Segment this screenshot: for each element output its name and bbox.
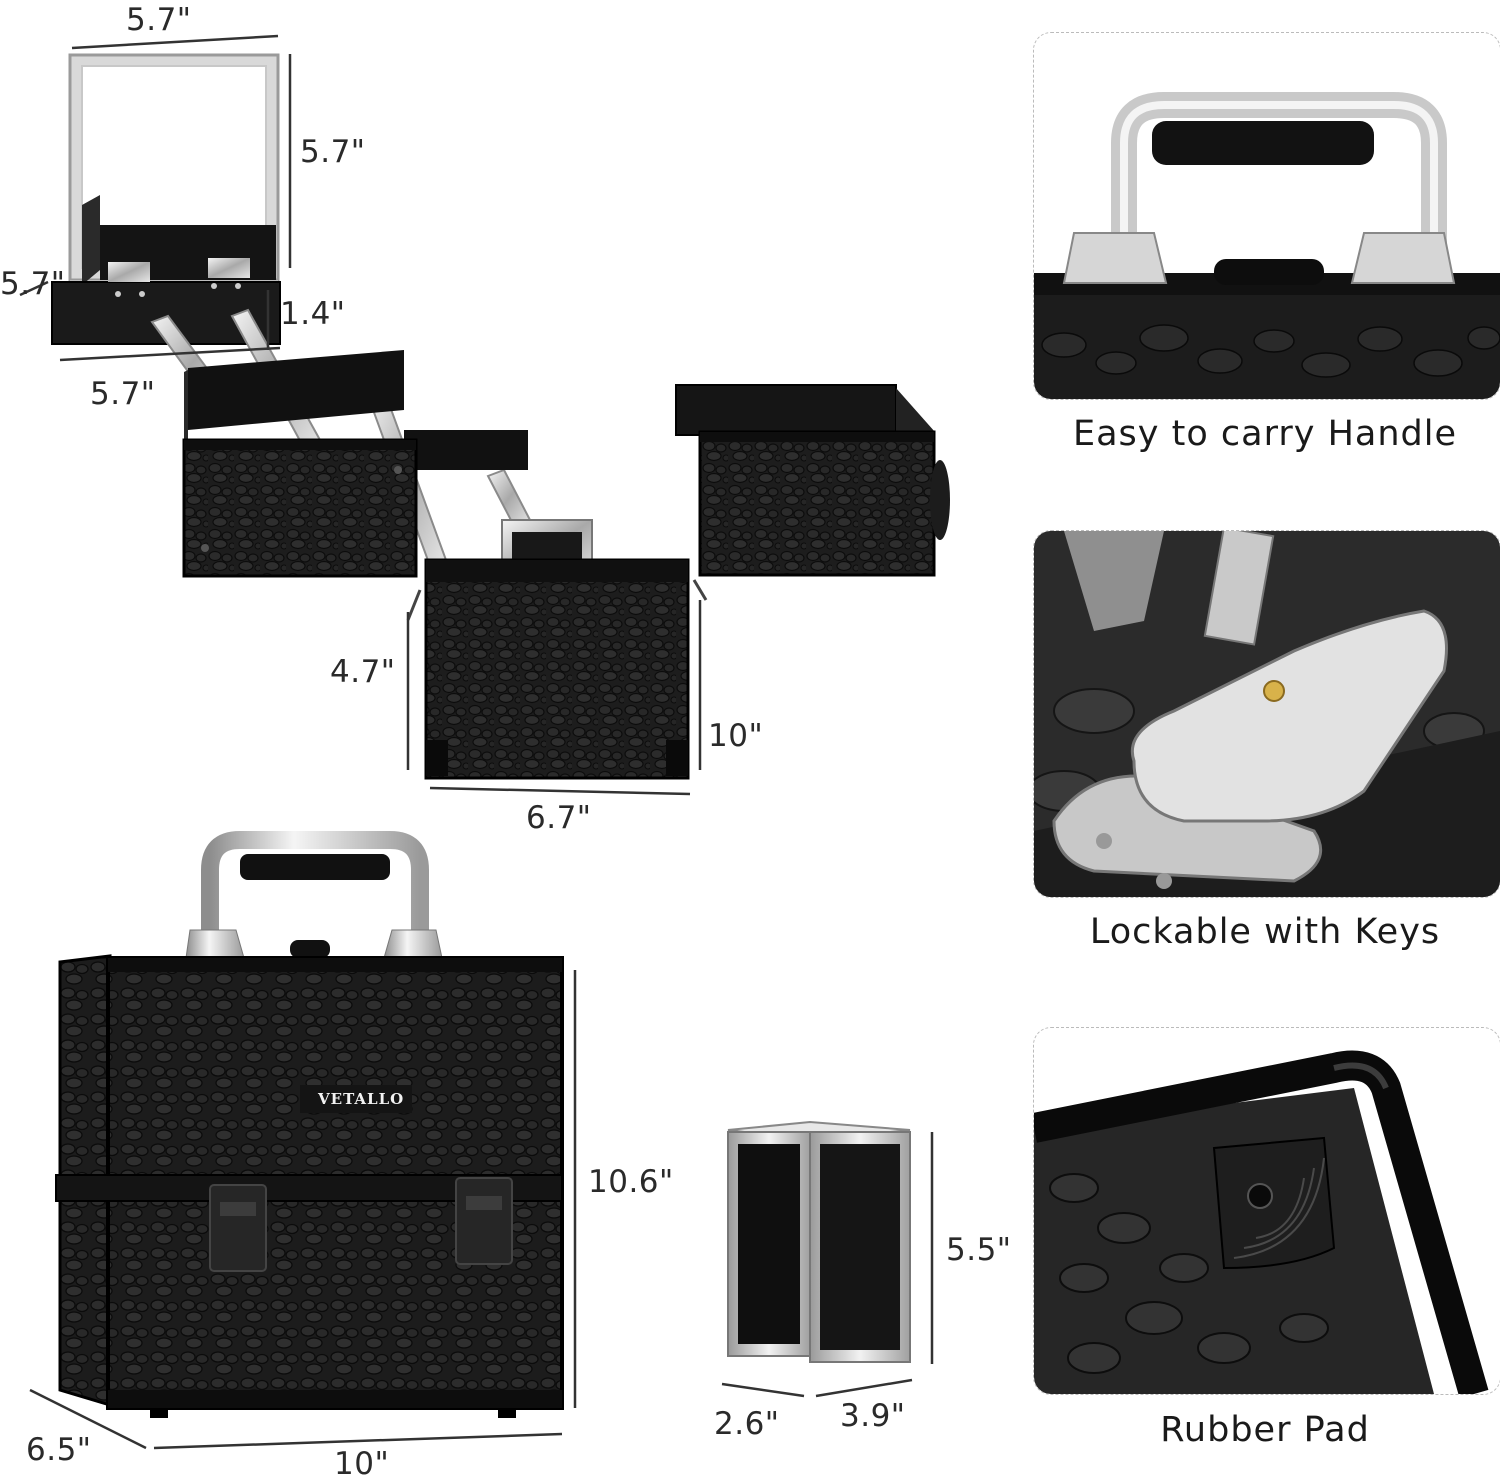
middle-tray-left [182, 350, 528, 578]
lock-closeup-image [1034, 531, 1500, 897]
holder-depth-label: 2.6" [714, 1406, 780, 1442]
bottom-width-label: 6.7" [526, 800, 592, 836]
holder-width-label: 3.9" [840, 1398, 906, 1434]
case-height-label: 10.6" [588, 1164, 674, 1200]
brush-holder-illustration [721, 1120, 934, 1398]
open-case-illustration [19, 34, 950, 796]
tray-depth-label: 5.7" [0, 266, 66, 302]
handle-closeup-image [1034, 92, 1500, 399]
open-height-label: 10" [708, 718, 764, 754]
closed-case-illustration [29, 831, 577, 1450]
tray-height-label: 1.4" [280, 296, 346, 332]
bottom-compartment [406, 519, 708, 780]
bottom-height-label: 4.7" [330, 654, 396, 690]
case-body [55, 954, 564, 1418]
case-dimension-lines [29, 970, 577, 1450]
feature-panel-handle [1033, 32, 1500, 400]
feature-caption-handle: Easy to carry Handle [1072, 414, 1457, 454]
feature-caption-lock: Lockable with Keys [1089, 912, 1441, 952]
dimension-lines [19, 34, 702, 796]
right-tray [675, 384, 950, 577]
case-handle [185, 831, 443, 959]
holder-height-label: 5.5" [946, 1232, 1012, 1268]
case-width-label: 10" [334, 1446, 390, 1482]
feature-caption-rubber-pad: Rubber Pad [1160, 1410, 1370, 1450]
mirror-width-label: 5.7" [126, 2, 192, 38]
feature-panel-lock [1033, 530, 1500, 898]
feature-panel-rubber-pad [1033, 1027, 1500, 1395]
case-depth-label: 6.5" [26, 1432, 92, 1468]
tray-width-label: 5.7" [90, 376, 156, 412]
rubber-pad-closeup-image [1034, 1050, 1489, 1394]
mirror-height-label: 5.7" [300, 134, 366, 170]
brand-logo: VETALLO [318, 1090, 405, 1108]
